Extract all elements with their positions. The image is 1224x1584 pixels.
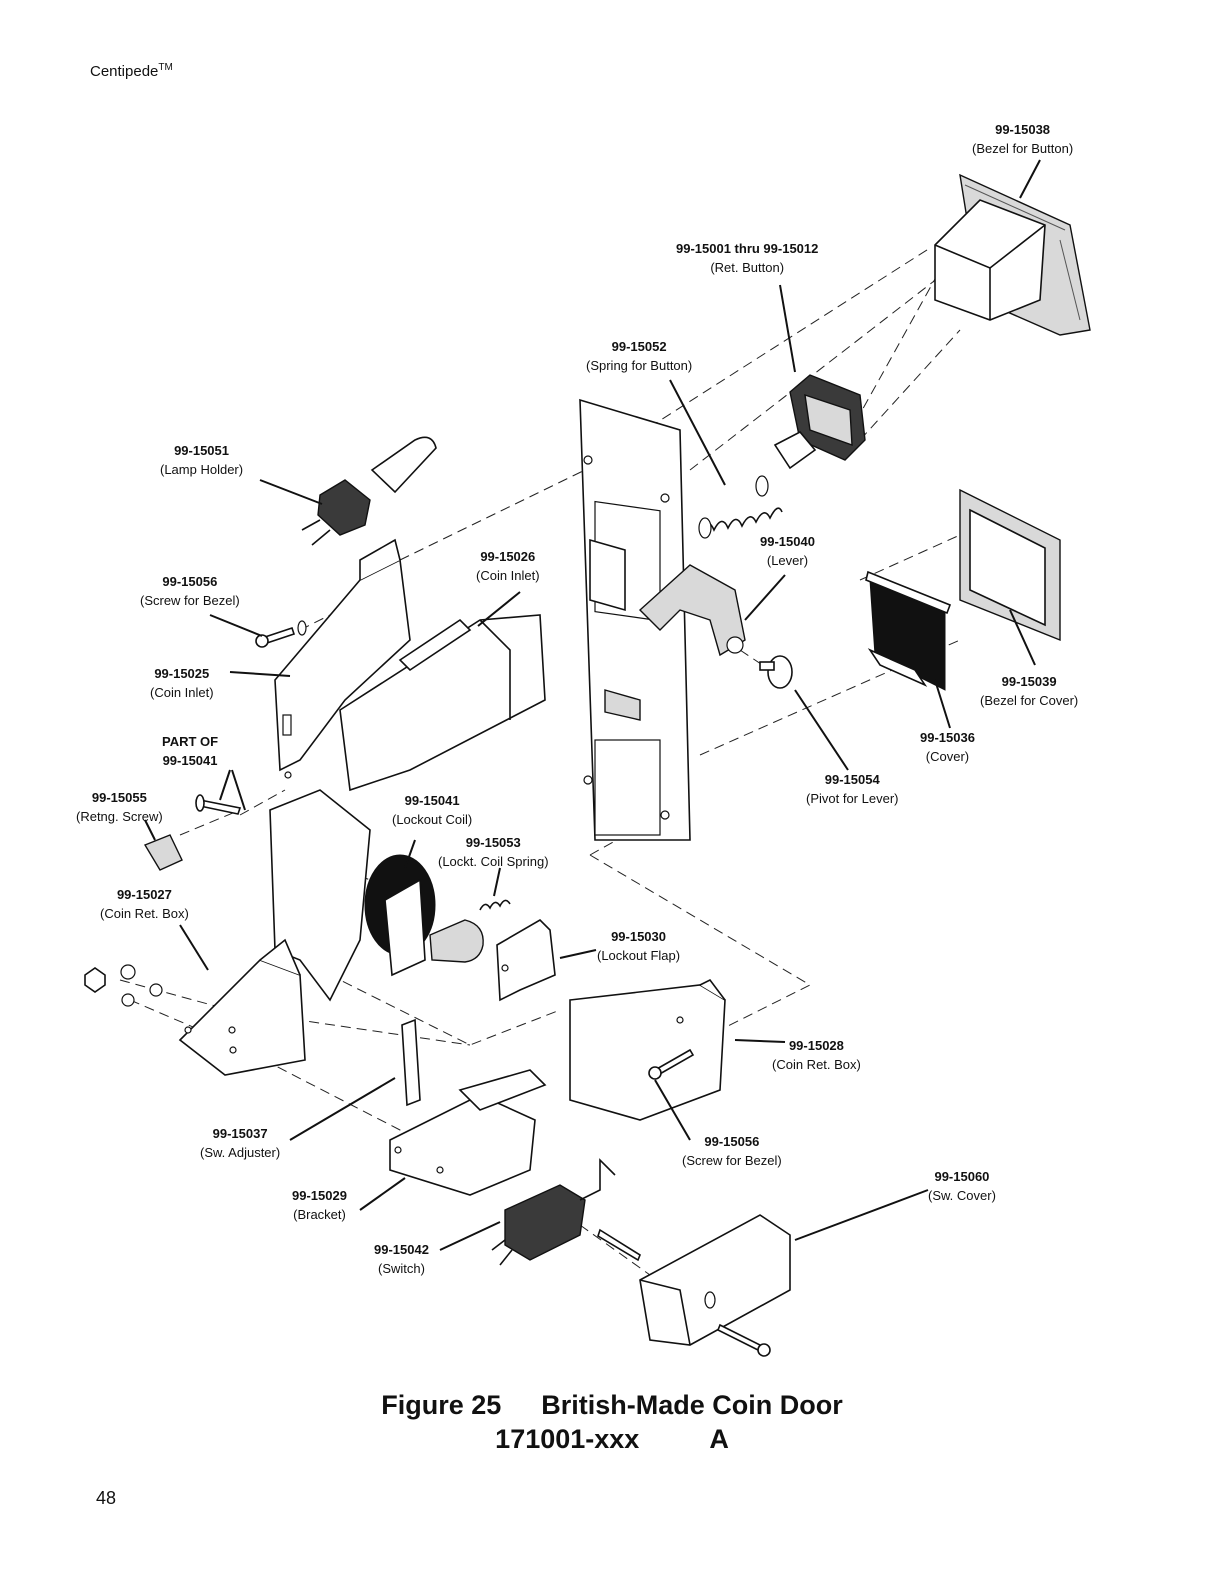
callout-spring-for-button: 99-15052 (Spring for Button) — [586, 339, 693, 373]
callout-switch: 99-15042 (Switch) — [374, 1242, 429, 1276]
callout-lockout-coil-spring: 99-15053 (Lockt. Coil Spring) — [438, 835, 549, 869]
callout-screw-for-bezel-upper: 99-15056 (Screw for Bezel) — [140, 574, 240, 608]
figure-title: British-Made Coin Door — [541, 1390, 843, 1420]
figure-caption: Figure 25 British-Made Coin Door 171001-x… — [0, 1388, 1224, 1456]
lockout-coil-spring-part — [479, 899, 511, 911]
retaining-button-part — [773, 374, 866, 470]
lever-part — [638, 564, 746, 657]
coin-inlet-left-part — [274, 538, 411, 779]
callout-coin-return-box-right: 99-15028 (Coin Ret. Box) — [772, 1038, 861, 1072]
callout-lamp-holder: 99-15051 (Lamp Holder) — [160, 443, 244, 477]
retaining-screw-part — [143, 794, 242, 871]
cover-part — [865, 570, 952, 691]
figure-subtitle: 171001-xxx A — [0, 1422, 1224, 1456]
lockout-coil-part — [364, 854, 484, 977]
callout-screw-for-bezel-lower: 99-15056 (Screw for Bezel) — [682, 1134, 782, 1168]
pivot-for-lever-part — [759, 655, 793, 689]
callout-lockout-flap: 99-15030 (Lockout Flap) — [597, 929, 681, 963]
figure-revision: A — [709, 1424, 729, 1454]
callout-retaining-button: 99-15001 thru 99-15012 (Ret. Button) — [676, 241, 819, 275]
lamp-holder-part — [301, 436, 437, 546]
bezel-for-button-part — [934, 173, 1091, 336]
callout-part-of: PART OF 99-15041 — [162, 734, 219, 768]
callout-coin-inlet-lower: 99-15025 (Coin Inlet) — [150, 666, 214, 700]
callout-cover: 99-15036 (Cover) — [920, 730, 975, 764]
callout-lever: 99-15040 (Lever) — [760, 534, 815, 568]
callout-coin-return-box-left: 99-15027 (Coin Ret. Box) — [100, 887, 189, 921]
callout-pivot-for-lever: 99-15054 (Pivot for Lever) — [806, 772, 899, 806]
bezel-screw-upper-part — [255, 620, 307, 648]
page-header: CentipedeTM — [90, 62, 173, 80]
callout-lockout-coil: 99-15041 (Lockout Coil) — [392, 793, 473, 827]
game-title: Centipede — [90, 63, 159, 80]
switch-part — [491, 1158, 641, 1266]
coin-return-box-right-part — [569, 978, 726, 1121]
callout-bracket: 99-15029 (Bracket) — [292, 1188, 347, 1222]
coin-inlet-right-part — [339, 614, 546, 792]
bezel-for-cover-part — [959, 488, 1061, 642]
door-plate-part — [579, 398, 691, 841]
leader-lines — [144, 159, 1041, 1251]
callout-switch-cover: 99-15060 (Sw. Cover) — [928, 1169, 996, 1203]
bracket-part — [389, 1069, 547, 1196]
figure-part-number: 171001-xxx — [495, 1424, 640, 1454]
callout-coin-inlet-upper: 99-15026 (Coin Inlet) — [476, 549, 540, 583]
callout-bezel-for-cover: 99-15039 (Bezel for Cover) — [980, 674, 1079, 708]
page-number: 48 — [96, 1488, 117, 1508]
coin-return-box-left-part — [178, 789, 371, 1076]
bezel-screw-lower-part — [648, 1048, 695, 1080]
switch-cover-part — [639, 1214, 791, 1357]
figure-number: Figure 25 — [381, 1390, 502, 1420]
callout-retaining-screw: 99-15055 (Retng. Screw) — [76, 790, 163, 824]
lockout-flap-part — [496, 918, 556, 1002]
button-spring-part — [698, 475, 783, 539]
trademark-mark: TM — [158, 62, 173, 73]
nuts-and-washers-part — [84, 964, 163, 1007]
callout-bezel-for-button: 99-15038 (Bezel for Button) — [972, 122, 1074, 156]
switch-adjuster-part — [401, 1018, 421, 1107]
callout-switch-adjuster: 99-15037 (Sw. Adjuster) — [200, 1126, 281, 1160]
assembly-lines — [119, 229, 1041, 1346]
